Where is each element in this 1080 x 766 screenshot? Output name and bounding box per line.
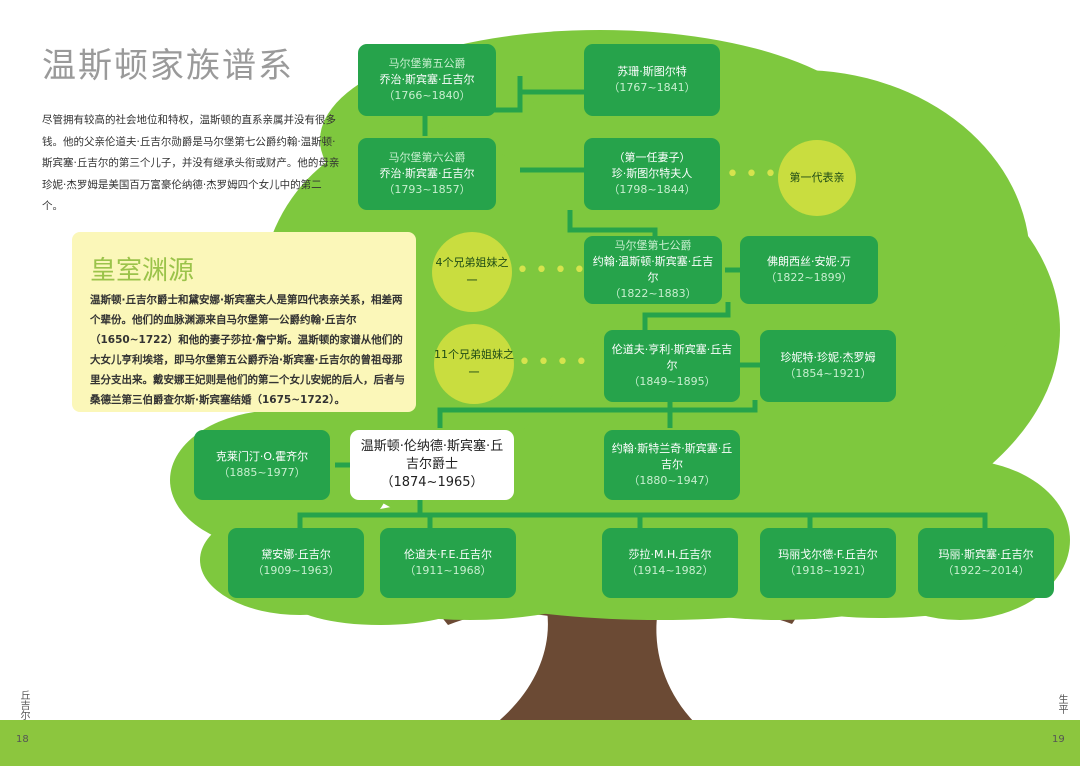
node-child-diana: 黛安娜·丘吉尔 （1909~1963） (228, 528, 364, 598)
circle-first-cousin: 第一代表亲 (778, 140, 856, 216)
node-6th-duke: 马尔堡第六公爵 乔治·斯宾塞·丘吉尔 （1793~1857） (358, 138, 496, 210)
node-5th-duke: 马尔堡第五公爵 乔治·斯宾塞·丘吉尔 （1766~1840） (358, 44, 496, 116)
node-name: 伦道夫·F.E.丘吉尔 (404, 548, 492, 561)
node-frances-vane: 佛朗西丝·安妮·万 （1822~1899） (740, 236, 878, 304)
node-name: 黛安娜·丘吉尔 (261, 548, 331, 561)
node-dates: （1880~1947） (628, 474, 716, 487)
node-name: 约翰·斯特兰奇·斯宾塞·丘吉尔 (611, 442, 733, 471)
node-dates: （1766~1840） (383, 89, 471, 102)
node-role: 马尔堡第六公爵 (388, 151, 466, 164)
node-dates: （1798~1844） (608, 183, 696, 196)
node-dates: （1918~1921） (784, 564, 872, 577)
dotted-link: •••• (518, 350, 594, 375)
node-susan-stewart: 苏珊·斯图尔特 （1767~1841） (584, 44, 720, 116)
node-jane-stewart: （第一任妻子） 珍·斯图尔特夫人 （1798~1844） (584, 138, 720, 210)
node-dates: （1822~1883） (609, 287, 697, 300)
intro-paragraph: 尽管拥有较高的社会地位和特权，温斯顿的直系亲属并没有很多钱。他的父亲伦道夫·丘吉… (42, 114, 340, 212)
node-name: 珍·斯图尔特夫人 (611, 167, 693, 180)
node-name: 伦道夫·亨利·斯宾塞·丘吉尔 (611, 343, 733, 372)
node-7th-duke: 马尔堡第七公爵 约翰·温斯顿·斯宾塞·丘吉尔 （1822~1883） (584, 236, 722, 304)
node-winston-highlight: 温斯顿·伦纳德·斯宾塞·丘吉尔爵士 （1874~1965） (350, 430, 514, 500)
node-name: 玛丽戈尔德·F.丘吉尔 (778, 548, 878, 561)
node-dates: （1874~1965） (380, 475, 484, 490)
dotted-link: •••• (516, 258, 592, 283)
node-dates: （1822~1899） (765, 271, 853, 284)
royal-origin-body: 温斯顿·丘吉尔爵士和黛安娜·斯宾塞夫人是第四代表亲关系，相差两个辈份。他们的血脉… (90, 294, 405, 406)
page-title: 温斯顿家族谱系 (42, 46, 294, 86)
node-dates: （1911~1968） (404, 564, 492, 577)
node-name: 乔治·斯宾塞·丘吉尔 (379, 73, 475, 86)
node-name: 玛丽·斯宾塞·丘吉尔 (938, 548, 1034, 561)
node-name: 珍妮特·珍妮·杰罗姆 (780, 351, 876, 364)
node-child-sarah: 莎拉·M.H.丘吉尔 （1914~1982） (602, 528, 738, 598)
node-randolph: 伦道夫·亨利·斯宾塞·丘吉尔 （1849~1895） (604, 330, 740, 402)
node-role: 马尔堡第五公爵 (388, 57, 466, 70)
node-child-marigold: 玛丽戈尔德·F.丘吉尔 （1918~1921） (760, 528, 896, 598)
node-dates: （1885~1977） (218, 466, 306, 479)
node-role: （第一任妻子） (613, 151, 691, 164)
node-name: 约翰·温斯顿·斯宾塞·丘吉尔 (592, 255, 714, 284)
node-dates: （1922~2014） (942, 564, 1030, 577)
node-child-mary: 玛丽·斯宾塞·丘吉尔 （1922~2014） (918, 528, 1054, 598)
node-name: 克莱门汀·O.霍齐尔 (215, 450, 309, 463)
node-dates: （1793~1857） (383, 183, 471, 196)
node-dates: （1854~1921） (784, 367, 872, 380)
node-dates: （1909~1963） (252, 564, 340, 577)
node-name: 温斯顿·伦纳德·斯宾塞·丘吉尔爵士 (360, 439, 504, 472)
node-name: 佛朗西丝·安妮·万 (767, 255, 851, 268)
node-dates: （1767~1841） (608, 81, 696, 94)
node-name: 苏珊·斯图尔特 (617, 65, 687, 78)
node-dates: （1914~1982） (626, 564, 714, 577)
left-running-head: 丘吉尔 (18, 690, 29, 720)
node-name: 莎拉·M.H.丘吉尔 (628, 548, 712, 561)
node-jennie-jerome: 珍妮特·珍妮·杰罗姆 （1854~1921） (760, 330, 896, 402)
node-clementine: 克莱门汀·O.霍齐尔 （1885~1977） (194, 430, 330, 500)
node-dates: （1849~1895） (628, 375, 716, 388)
left-page-number: 18 (16, 734, 29, 745)
royal-origin-box (72, 232, 416, 412)
royal-origin-title: 皇室渊源 (90, 256, 195, 286)
circle-eleven-siblings: 11个兄弟姐妹之一 (434, 324, 514, 404)
circle-four-siblings: 4个兄弟姐妹之一 (432, 232, 512, 312)
ground-strip (0, 720, 1080, 766)
right-page-number: 19 (1052, 734, 1065, 745)
node-john-strange: 约翰·斯特兰奇·斯宾塞·丘吉尔 （1880~1947） (604, 430, 740, 500)
right-running-head: 生平 (1056, 694, 1067, 714)
node-name: 乔治·斯宾塞·丘吉尔 (379, 167, 475, 180)
node-child-randolph: 伦道夫·F.E.丘吉尔 （1911~1968） (380, 528, 516, 598)
node-role: 马尔堡第七公爵 (614, 239, 692, 252)
